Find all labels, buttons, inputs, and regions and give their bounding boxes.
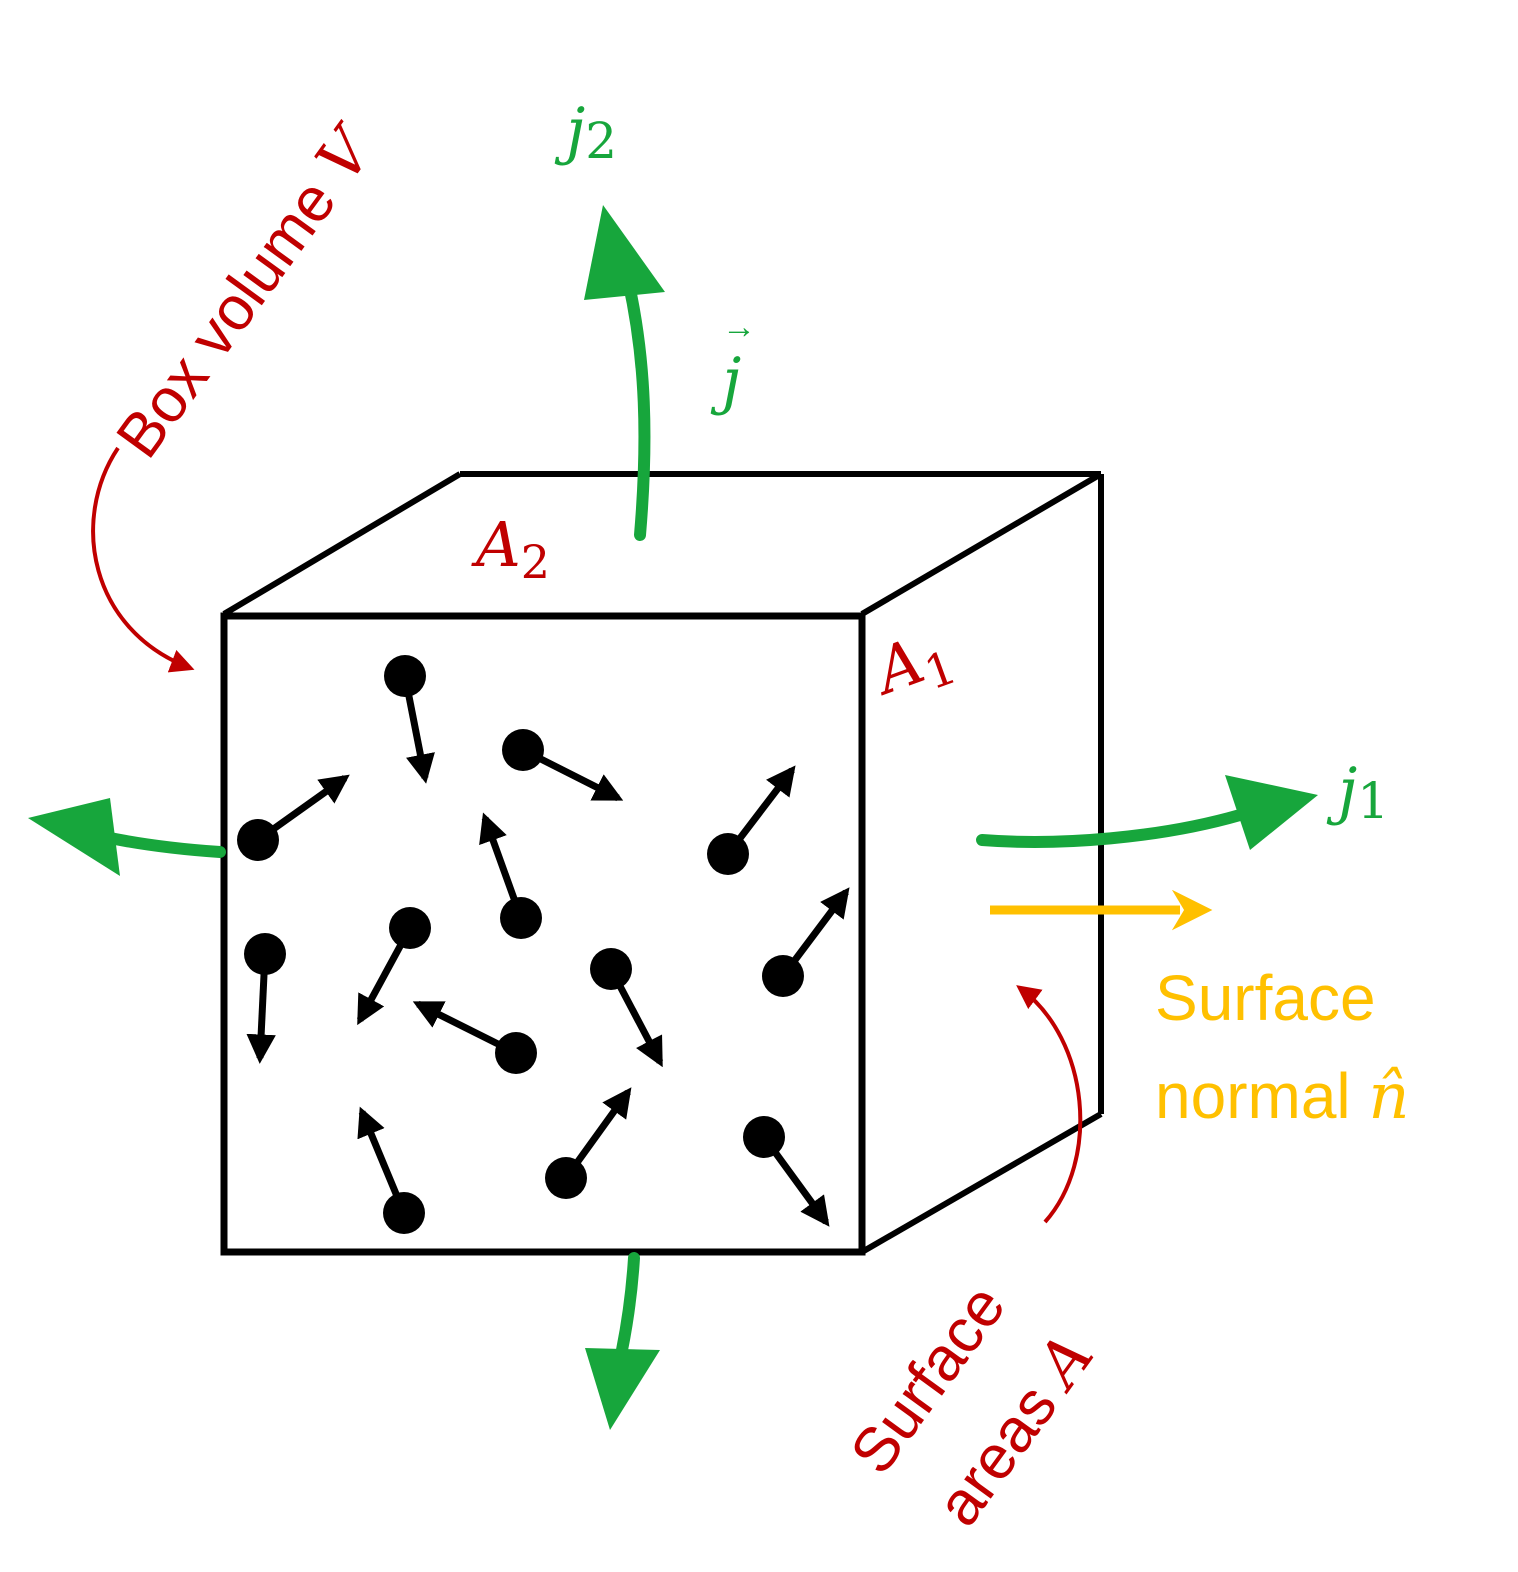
surface-normal-label: Surface normal n̂ [1155, 962, 1410, 1134]
particle [237, 774, 350, 861]
flux-vector-label: → j [710, 308, 756, 417]
surface-normal-line-2: normal n̂ [1155, 1060, 1410, 1134]
particle-dot-icon [495, 1032, 537, 1074]
particle [762, 887, 850, 997]
particle-dot-icon [237, 819, 279, 861]
box-top-right-edge [860, 471, 1103, 617]
particle-dot-icon [500, 897, 542, 939]
area-1-label: A1 [861, 614, 963, 717]
box-bottom-right-edge [860, 1111, 1103, 1255]
particle [356, 907, 431, 1026]
flux-1-base: j [1326, 754, 1357, 827]
particle-dot-icon [244, 933, 286, 975]
flux-vector-accent: → [722, 308, 756, 346]
particle-dot-icon [707, 833, 749, 875]
box [220, 471, 1104, 1256]
flux-arrows [28, 205, 1318, 1430]
particle-dot-icon [762, 955, 804, 997]
box-top-left-edge [222, 471, 462, 617]
box-volume-label: Box volume V [101, 111, 391, 471]
flux-vector-base: j [710, 344, 741, 417]
surface-normal-text: normal [1155, 1060, 1368, 1132]
particle [590, 948, 664, 1068]
particle [412, 1000, 537, 1074]
particles [237, 655, 850, 1234]
particle [545, 1087, 632, 1199]
flux-1-subscript: 1 [1357, 772, 1389, 830]
area-2-subscript: 2 [521, 535, 550, 589]
particle-dot-icon [743, 1116, 785, 1158]
box-front-face [220, 612, 866, 1256]
particle-dot-icon [590, 948, 632, 990]
surface-normal-symbol: n̂ [1368, 1060, 1409, 1134]
box-volume-pointer-arrow-icon [91, 446, 195, 673]
particle [707, 765, 796, 875]
particle-dot-icon [389, 907, 431, 949]
particle [502, 729, 624, 802]
surface-areas-label: Surface areas A [838, 1273, 1108, 1538]
particle [479, 812, 542, 939]
particle [384, 655, 435, 784]
particle [244, 933, 286, 1064]
green-curved-arrow-icon [584, 205, 665, 541]
box-volume-text: Box volume [104, 154, 360, 471]
flux-2-base: j [554, 94, 585, 167]
particle [743, 1116, 830, 1227]
green-curved-arrow-icon [28, 798, 226, 876]
surface-areas-pointer-arrow-icon [1016, 985, 1083, 1224]
area-2-label: A2 [471, 508, 550, 589]
area-1-base: A [861, 624, 933, 710]
surface-normal-line-1: Surface [1155, 962, 1376, 1034]
particle-dot-icon [502, 729, 544, 771]
flux-2-subscript: 2 [585, 112, 617, 170]
green-curved-arrow-icon [976, 775, 1318, 850]
flux-2-label: j2 [554, 94, 617, 170]
flux-1-label: j1 [1326, 754, 1389, 830]
particle-dot-icon [383, 1192, 425, 1234]
particle-dot-icon [545, 1157, 587, 1199]
green-curved-arrow-icon [585, 1252, 660, 1430]
particle-dot-icon [384, 655, 426, 697]
particle [357, 1106, 425, 1234]
area-2-base: A [471, 508, 521, 581]
